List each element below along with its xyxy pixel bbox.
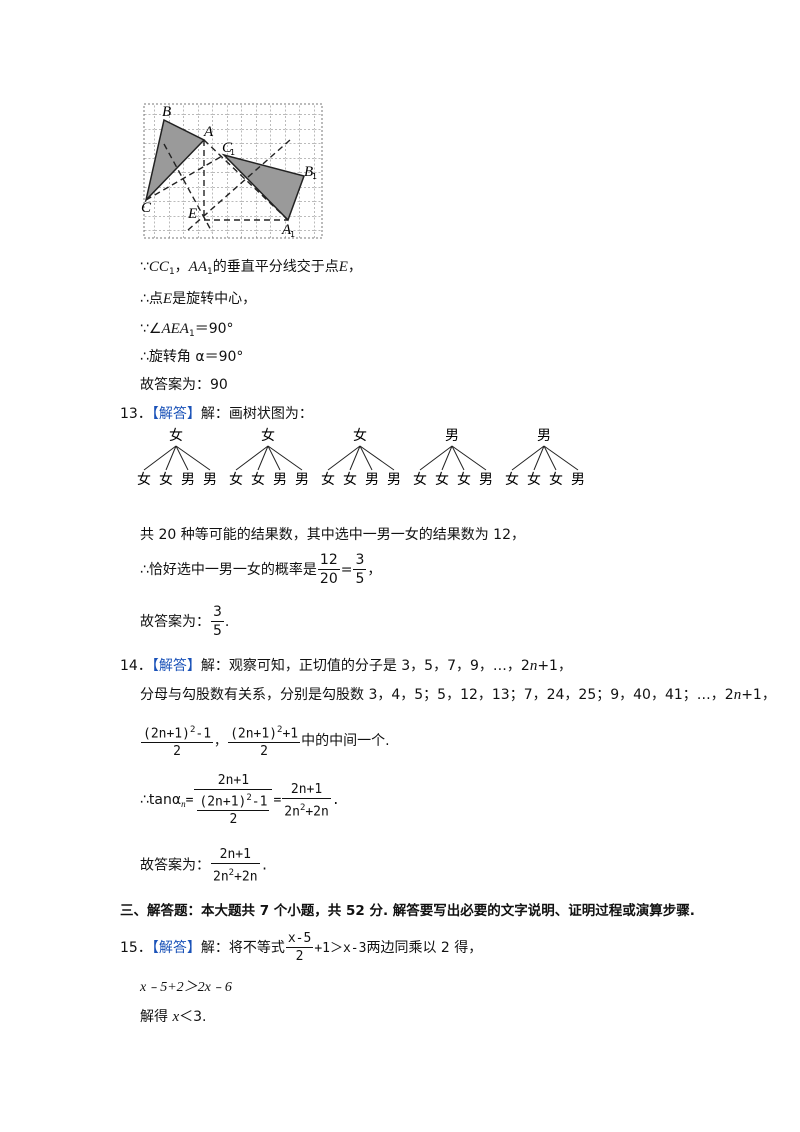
label-b1-sub: 1 [312,172,317,181]
p12-line1: ∵CC1，AA1的垂直平分线交于点E， [140,259,362,277]
bisector-2 [187,139,291,231]
triangle-abc [144,118,206,203]
tree-branch [165,445,177,471]
tree-leaf: 男 [273,472,287,488]
answer-tag: 【解答】 [151,406,201,422]
tree-branch [267,445,303,471]
tree-leaf: 男 [571,472,585,488]
tree-leaf: 女 [251,471,265,488]
bisector-1 [163,143,213,233]
tree-branch [359,445,373,471]
tree-leaf: 女 [527,471,541,488]
tree-branch [257,445,269,471]
tree-branch [543,445,557,471]
tree-branch [419,445,453,471]
p12-answer: 故答案为：90 [140,377,228,393]
label-c1-sub: 1 [230,148,235,157]
p14-line1: 14．【解答】解：观察可知，正切值的分子是 3，5，7，9，…，2n+1， [120,658,572,674]
tree-leaf: 女 [159,471,173,488]
section-3-heading: 三、解答题：本大题共 7 个小题，共 52 分. 解答要写出必要的文字说明、证明… [120,903,695,919]
tree-root: 男 [445,428,459,444]
p13-line1: 共 20 种等可能的结果数，其中选中一男一女的结果数为 12， [140,527,525,543]
p13-header: 13．【解答】解：画树状图为： [120,406,313,422]
label-b1: B [304,164,313,180]
tree-branch [359,445,395,471]
dash-cc1 [145,154,225,201]
tree-leaf: 男 [365,472,379,488]
tree-leaf: 女 [549,471,563,488]
tree-root: 女 [169,427,183,444]
rotation-figure: B A C 1 B 1 C E A 1 [141,103,323,239]
p12-line3: ∵∠AEA1＝90° [140,321,234,339]
label-b: B [162,104,171,120]
p12-line4: ∴旋转角 α＝90° [140,349,244,365]
triangle-a1b1c1 [221,153,305,222]
tree-root: 女 [261,427,275,444]
label-c: C [141,200,152,216]
label-e: E [187,206,197,222]
tree-root: 男 [537,428,551,444]
tree-branch [267,445,281,471]
tree-branch [175,445,211,471]
label-a1: A [281,222,292,238]
tree-branch [349,445,361,471]
tree-leaf: 女 [505,471,519,488]
tree-leaf: 男 [203,472,217,488]
p15-line2: x﹣5+2＞2x﹣6 [140,980,232,995]
tree-branch [143,445,177,471]
tree-branch [235,445,269,471]
tree-branch [327,445,361,471]
tree-leaf: 男 [479,472,493,488]
p12-line2: ∴点E是旋转中心， [140,291,257,307]
tree-leaf: 男 [295,472,309,488]
tree-leaf: 女 [413,471,427,488]
tree-leaf: 女 [229,471,243,488]
tree-leaf: 女 [343,471,357,488]
tree-branch [451,445,465,471]
p14-line2: 分母与勾股数有关系，分别是勾股数 3，4，5；5，12，13；7，24，25；9… [140,687,776,703]
tree-branch [451,445,487,471]
tree-branch [441,445,453,471]
tree-branch [175,445,189,471]
tree-branch [543,445,579,471]
tree-diagram: 女女女男男女女女男男女女女男男男女女女男男女女女男 [137,427,585,488]
tree-leaf: 男 [387,472,401,488]
tree-leaf: 女 [457,471,471,488]
tree-leaf: 女 [321,471,335,488]
label-a1-sub: 1 [290,230,295,239]
tree-leaf: 女 [435,471,449,488]
p15-line3: 解得 x＜3. [140,1009,207,1025]
tree-root: 女 [353,427,367,444]
label-a: A [203,124,214,140]
tree-leaf: 女 [137,471,151,488]
tree-branch [511,445,545,471]
tree-branch [533,445,545,471]
label-c1: C [222,140,233,156]
tree-leaf: 男 [181,472,195,488]
